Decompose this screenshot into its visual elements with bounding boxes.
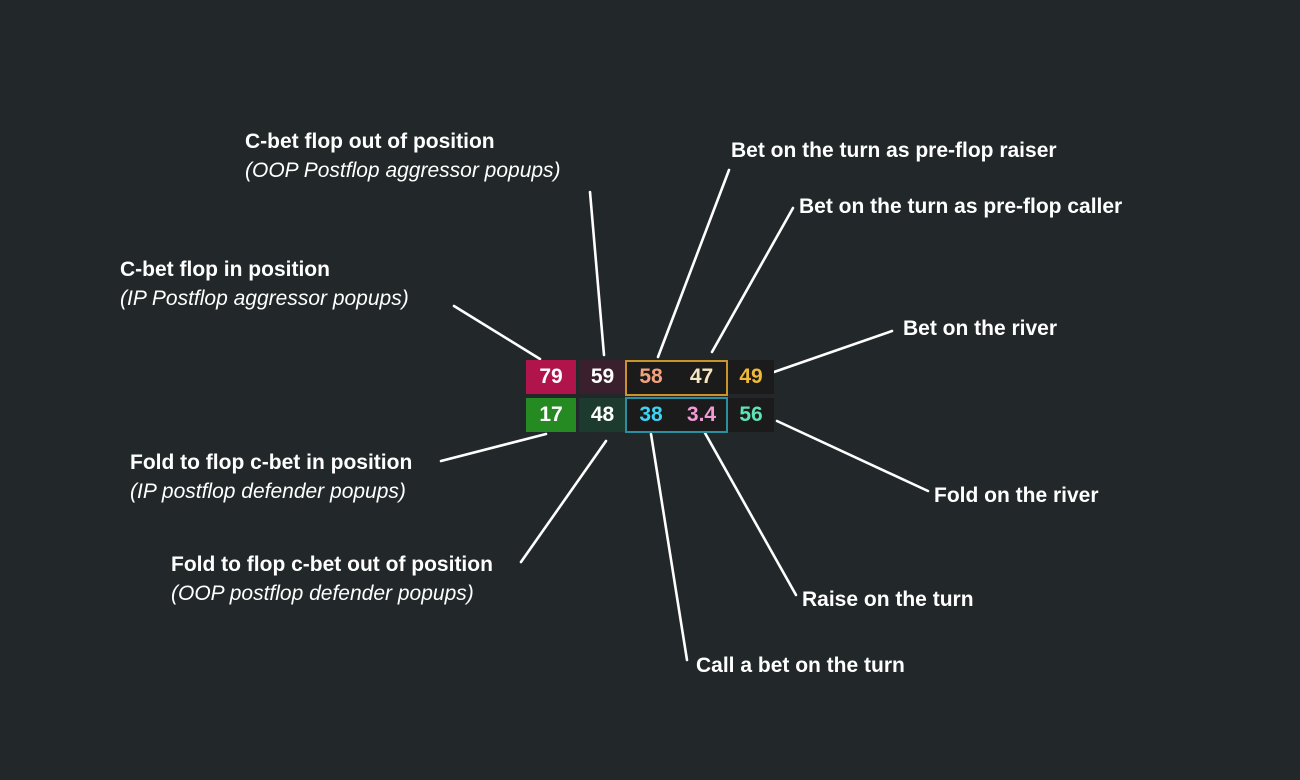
leader-bet-turn-raiser bbox=[656, 168, 731, 359]
stat-call-turn[interactable]: 38 bbox=[626, 398, 676, 432]
stat-cbet-flop-oop[interactable]: 59 bbox=[579, 360, 626, 394]
leader-call-turn bbox=[649, 432, 689, 662]
label-cbet-oop-subtitle: (OOP Postflop aggressor popups) bbox=[245, 159, 561, 182]
leader-fold-cbet-oop bbox=[519, 439, 608, 564]
label-bet-turn-raiser: Bet on the turn as pre-flop raiser bbox=[731, 136, 1057, 165]
label-fold-cbet-oop-subtitle: (OOP postflop defender popups) bbox=[171, 582, 474, 605]
label-fold-cbet-oop-title: Fold to flop c-bet out of position bbox=[171, 553, 493, 576]
label-cbet-ip: C-bet flop in position (IP Postflop aggr… bbox=[120, 255, 409, 313]
label-cbet-ip-subtitle: (IP Postflop aggressor popups) bbox=[120, 287, 409, 310]
leader-cbet-oop bbox=[588, 190, 606, 357]
turn-group-top-border bbox=[625, 360, 728, 396]
label-bet-turn-caller-title: Bet on the turn as pre-flop caller bbox=[799, 195, 1123, 218]
label-cbet-oop: C-bet flop out of position (OOP Postflop… bbox=[245, 127, 561, 185]
turn-group-bottom-border bbox=[625, 397, 728, 433]
stat-bet-river[interactable]: 49 bbox=[728, 360, 774, 394]
leader-fold-cbet-ip bbox=[439, 432, 548, 463]
label-fold-river: Fold on the river bbox=[934, 481, 1099, 510]
label-cbet-oop-title: C-bet flop out of position bbox=[245, 130, 495, 153]
leader-bet-river bbox=[772, 329, 894, 374]
leader-raise-turn bbox=[703, 431, 798, 597]
stat-bet-turn-raiser[interactable]: 58 bbox=[626, 360, 676, 394]
label-bet-turn-caller: Bet on the turn as pre-flop caller bbox=[799, 192, 1122, 221]
stat-fold-cbet-oop[interactable]: 48 bbox=[579, 398, 626, 432]
label-raise-turn-title: Raise on the turn bbox=[802, 588, 974, 611]
label-fold-cbet-ip-subtitle: (IP postflop defender popups) bbox=[130, 480, 406, 503]
stat-cbet-flop-ip[interactable]: 79 bbox=[526, 360, 576, 394]
label-raise-turn: Raise on the turn bbox=[802, 585, 974, 614]
label-bet-river-title: Bet on the river bbox=[903, 317, 1058, 340]
label-fold-cbet-ip: Fold to flop c-bet in position (IP postf… bbox=[130, 448, 412, 506]
label-bet-river: Bet on the river bbox=[903, 314, 1057, 343]
label-bet-turn-raiser-title: Bet on the turn as pre-flop raiser bbox=[731, 139, 1057, 162]
label-call-turn: Call a bet on the turn bbox=[696, 651, 905, 680]
label-cbet-ip-title: C-bet flop in position bbox=[120, 258, 330, 281]
leader-bet-turn-caller bbox=[710, 206, 795, 354]
stat-raise-turn[interactable]: 3.4 bbox=[676, 398, 727, 432]
stat-fold-cbet-ip[interactable]: 17 bbox=[526, 398, 576, 432]
stat-fold-river[interactable]: 56 bbox=[728, 398, 774, 432]
label-call-turn-title: Call a bet on the turn bbox=[696, 654, 905, 677]
label-fold-cbet-oop: Fold to flop c-bet out of position (OOP … bbox=[171, 550, 493, 608]
stat-bet-turn-caller[interactable]: 47 bbox=[676, 360, 727, 394]
label-fold-river-title: Fold on the river bbox=[934, 484, 1099, 507]
leader-fold-river bbox=[775, 419, 930, 493]
leader-cbet-ip bbox=[452, 304, 542, 361]
label-fold-cbet-ip-title: Fold to flop c-bet in position bbox=[130, 451, 413, 474]
